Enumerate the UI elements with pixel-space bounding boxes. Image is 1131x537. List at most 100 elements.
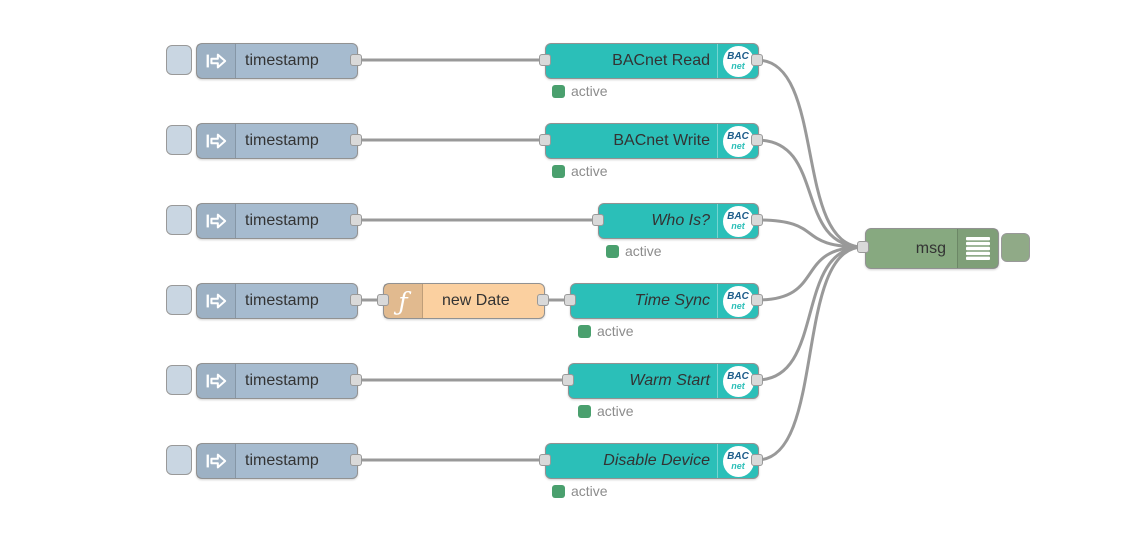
node-label: BACnet Read xyxy=(612,52,710,69)
output-port[interactable] xyxy=(751,214,763,226)
bacnet-badge-region: BAC net xyxy=(717,284,758,318)
input-port[interactable] xyxy=(539,454,551,466)
bacnet-badge-region: BAC net xyxy=(717,204,758,238)
bacnet-whois-node[interactable]: Who Is? BAC net xyxy=(598,203,759,239)
output-port[interactable] xyxy=(350,54,362,66)
status-text: active xyxy=(571,483,608,499)
bacnet-logo-icon: BAC net xyxy=(722,365,754,397)
bacnet-badge-region: BAC net xyxy=(717,364,758,398)
node-status: active xyxy=(552,483,608,499)
inject-arrow-icon xyxy=(197,444,236,478)
node-label: new Date xyxy=(442,292,510,309)
badge-text-bac: BAC xyxy=(727,211,749,222)
status-dot-icon xyxy=(552,84,565,98)
status-dot-icon xyxy=(578,324,591,338)
node-status: active xyxy=(578,323,634,339)
node-status: active xyxy=(552,163,608,179)
badge-text-bac: BAC xyxy=(727,371,749,382)
output-port[interactable] xyxy=(350,374,362,386)
bacnet-disable-device-node[interactable]: Disable Device BAC net xyxy=(545,443,759,479)
bacnet-timesync-node[interactable]: Time Sync BAC net xyxy=(570,283,759,319)
node-label: BACnet Write xyxy=(613,132,710,149)
wire[interactable] xyxy=(755,245,865,302)
inject-button[interactable] xyxy=(166,205,192,235)
inject-node-5[interactable]: timestamp xyxy=(196,363,358,399)
bacnet-badge-region: BAC net xyxy=(717,124,758,158)
inject-button[interactable] xyxy=(166,125,192,155)
node-status: active xyxy=(578,403,634,419)
badge-text-net: net xyxy=(731,141,745,151)
node-label: Disable Device xyxy=(603,452,710,469)
status-text: active xyxy=(571,163,608,179)
badge-text-net: net xyxy=(731,461,745,471)
input-port[interactable] xyxy=(377,294,389,306)
node-label: Warm Start xyxy=(629,372,710,389)
badge-text-bac: BAC xyxy=(727,51,749,62)
node-label: timestamp xyxy=(245,452,319,469)
node-label: Who Is? xyxy=(651,212,710,229)
inject-node-2[interactable]: timestamp xyxy=(196,123,358,159)
bacnet-logo-icon: BAC net xyxy=(722,445,754,477)
bacnet-read-node[interactable]: BACnet Read BAC net xyxy=(545,43,759,79)
badge-text-net: net xyxy=(731,381,745,391)
input-port[interactable] xyxy=(592,214,604,226)
status-dot-icon xyxy=(606,244,619,258)
wire[interactable] xyxy=(755,245,865,462)
inject-button[interactable] xyxy=(166,365,192,395)
output-port[interactable] xyxy=(350,134,362,146)
status-text: active xyxy=(597,323,634,339)
input-port[interactable] xyxy=(857,241,869,253)
output-port[interactable] xyxy=(350,294,362,306)
input-port[interactable] xyxy=(539,134,551,146)
bacnet-warmstart-node[interactable]: Warm Start BAC net xyxy=(568,363,759,399)
badge-text-bac: BAC xyxy=(727,451,749,462)
output-port[interactable] xyxy=(350,454,362,466)
status-text: active xyxy=(625,243,662,259)
inject-button[interactable] xyxy=(166,445,192,475)
output-port[interactable] xyxy=(751,454,763,466)
debug-node[interactable]: msg xyxy=(865,228,999,269)
inject-node-6[interactable]: timestamp xyxy=(196,443,358,479)
input-port[interactable] xyxy=(539,54,551,66)
inject-arrow-icon xyxy=(197,364,236,398)
inject-node-4[interactable]: timestamp xyxy=(196,283,358,319)
input-port[interactable] xyxy=(562,374,574,386)
inject-node-3[interactable]: timestamp xyxy=(196,203,358,239)
output-port[interactable] xyxy=(751,134,763,146)
node-label: msg xyxy=(915,240,946,257)
node-label: timestamp xyxy=(245,52,319,69)
badge-text-bac: BAC xyxy=(727,131,749,142)
inject-arrow-icon xyxy=(197,124,236,158)
function-node[interactable]: ƒ new Date xyxy=(383,283,545,319)
output-port[interactable] xyxy=(751,54,763,66)
badge-text-bac: BAC xyxy=(727,291,749,302)
bacnet-write-node[interactable]: BACnet Write BAC net xyxy=(545,123,759,159)
node-status: active xyxy=(552,83,608,99)
wire[interactable] xyxy=(755,138,865,249)
output-port[interactable] xyxy=(350,214,362,226)
inject-button[interactable] xyxy=(166,285,192,315)
wire[interactable] xyxy=(755,245,865,382)
bacnet-logo-icon: BAC net xyxy=(722,45,754,77)
bacnet-badge-region: BAC net xyxy=(717,444,758,478)
inject-arrow-icon xyxy=(197,284,236,318)
node-label: Time Sync xyxy=(634,292,710,309)
output-port[interactable] xyxy=(751,374,763,386)
wire[interactable] xyxy=(755,218,865,249)
node-label: timestamp xyxy=(245,292,319,309)
debug-toggle-button[interactable] xyxy=(1001,233,1030,262)
bacnet-logo-icon: BAC net xyxy=(722,205,754,237)
inject-node-1[interactable]: timestamp xyxy=(196,43,358,79)
wire[interactable] xyxy=(755,58,865,249)
inject-arrow-icon xyxy=(197,204,236,238)
output-port[interactable] xyxy=(751,294,763,306)
output-port[interactable] xyxy=(537,294,549,306)
inject-button[interactable] xyxy=(166,45,192,75)
status-text: active xyxy=(571,83,608,99)
input-port[interactable] xyxy=(564,294,576,306)
node-label: timestamp xyxy=(245,372,319,389)
status-dot-icon xyxy=(552,484,565,498)
bacnet-badge-region: BAC net xyxy=(717,44,758,78)
